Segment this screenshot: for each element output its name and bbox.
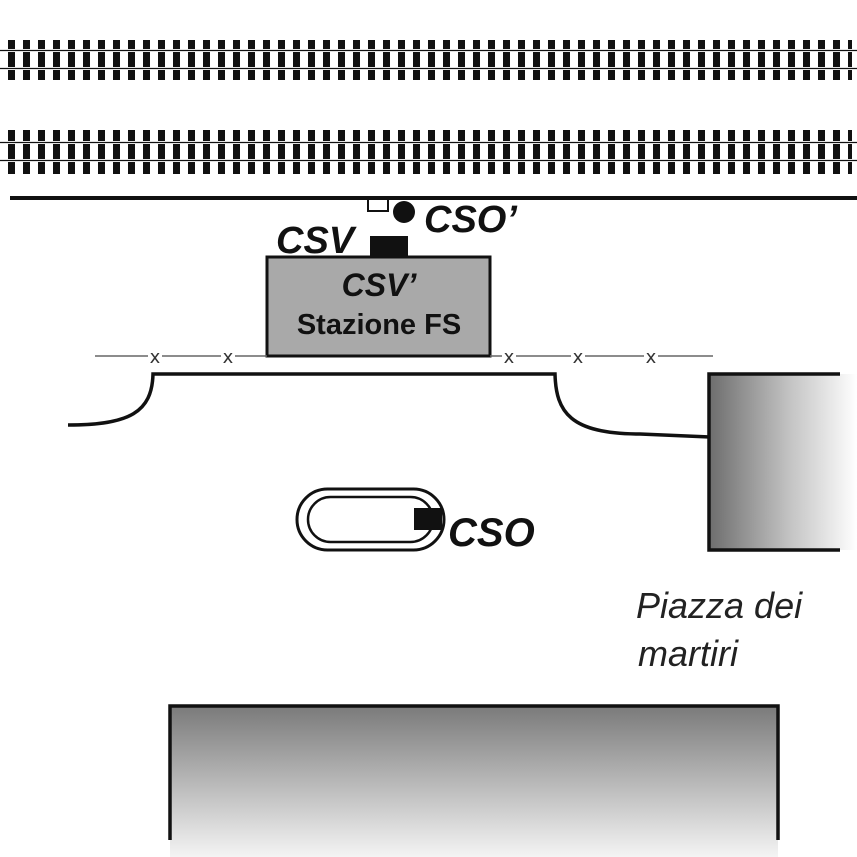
- fence-x-marker: x: [646, 347, 657, 368]
- csv-marker: [370, 236, 408, 256]
- square-name-line1: Piazza dei: [636, 585, 803, 626]
- cso-marker: [414, 508, 442, 530]
- cso-label: CSO: [448, 511, 535, 555]
- railway-track-1: [0, 40, 857, 80]
- railway-track-2: [0, 130, 857, 174]
- fence-x-marker: x: [573, 347, 584, 368]
- building-right-outline: [707, 372, 840, 552]
- building-bottom: [170, 706, 778, 857]
- square-name-line2: martiri: [638, 633, 739, 674]
- csv-label: CSV: [276, 220, 357, 262]
- cso-prime-label: CSO’: [424, 199, 517, 241]
- sidewalk-curb-outline: [67, 372, 711, 439]
- cso-prime-square-marker: [367, 198, 389, 212]
- csv-prime-label: CSV’: [342, 267, 418, 303]
- cso-prime-dot-marker: [393, 201, 415, 223]
- building-right: [709, 374, 857, 550]
- station-label: Stazione FS: [297, 309, 461, 341]
- fence-left: x x: [95, 347, 267, 368]
- fence-x-marker: x: [150, 347, 161, 368]
- building-bottom-outline: [168, 704, 780, 840]
- fence-x-marker: x: [504, 347, 515, 368]
- fence-x-marker: x: [223, 347, 234, 368]
- station-building: [265, 255, 492, 358]
- fence-right: x x x: [490, 347, 713, 368]
